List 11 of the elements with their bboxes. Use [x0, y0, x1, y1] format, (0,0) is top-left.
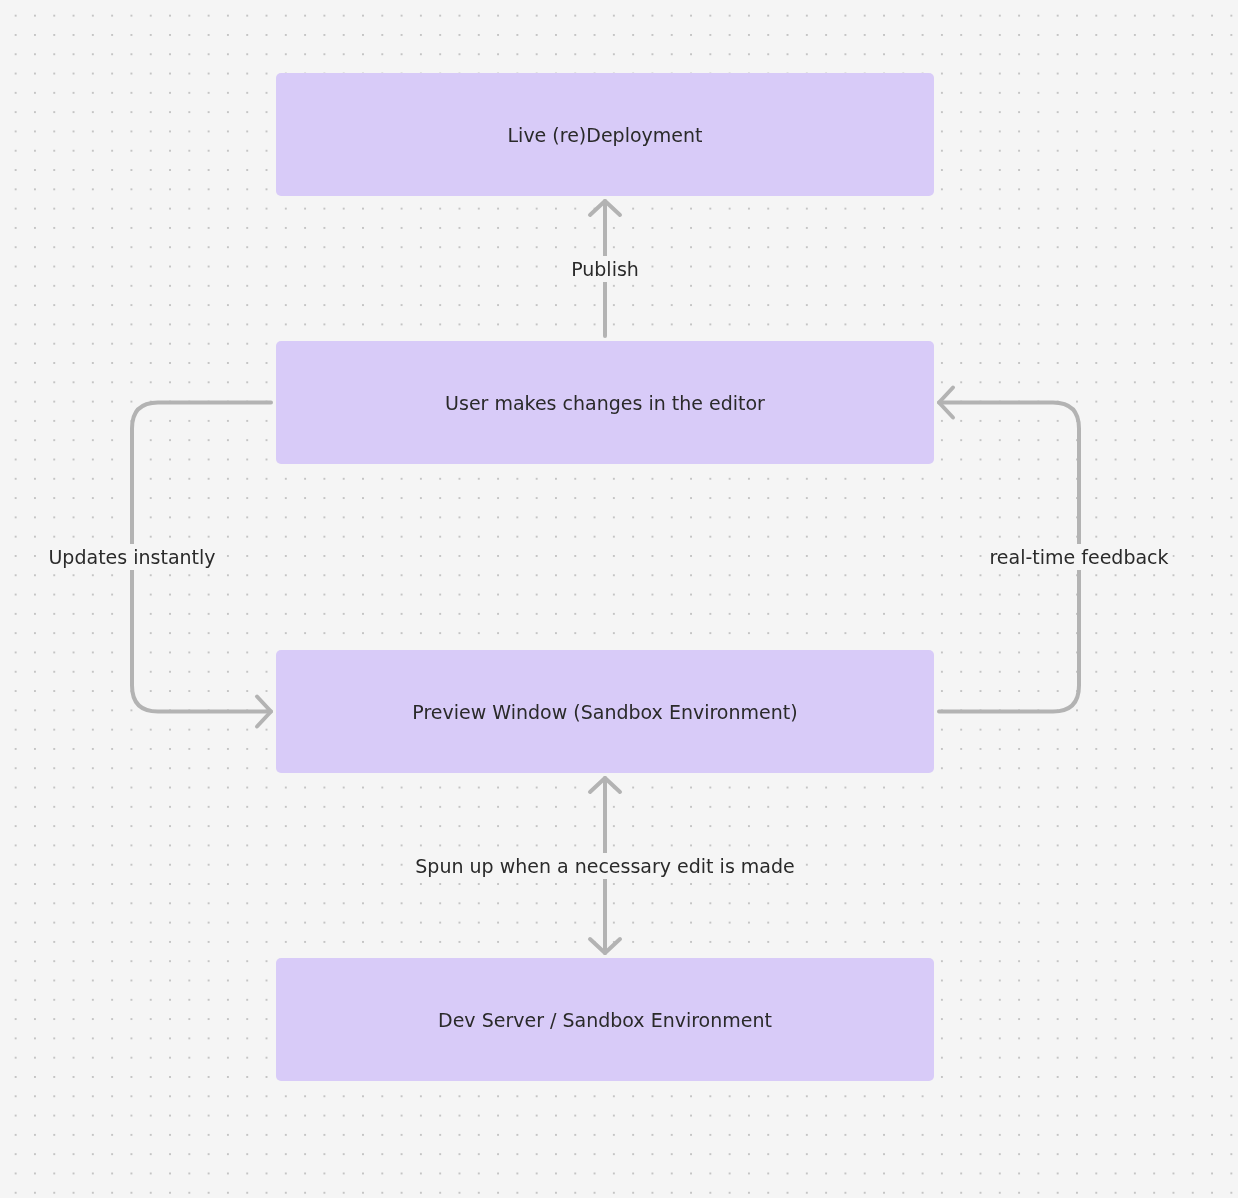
box-label: Preview Window (Sandbox Environment)	[412, 700, 798, 723]
arrow	[937, 385, 1081, 714]
process-box	[276, 958, 934, 1081]
box-label: Dev Server / Sandbox Environment	[438, 1008, 772, 1031]
arrow	[588, 776, 622, 955]
box-label: Live (re)Deployment	[507, 123, 703, 146]
box-label: User makes changes in the editor	[445, 391, 765, 414]
process-box	[276, 73, 934, 196]
process-box	[276, 650, 934, 773]
arrow	[130, 400, 273, 729]
process-box	[276, 341, 934, 464]
